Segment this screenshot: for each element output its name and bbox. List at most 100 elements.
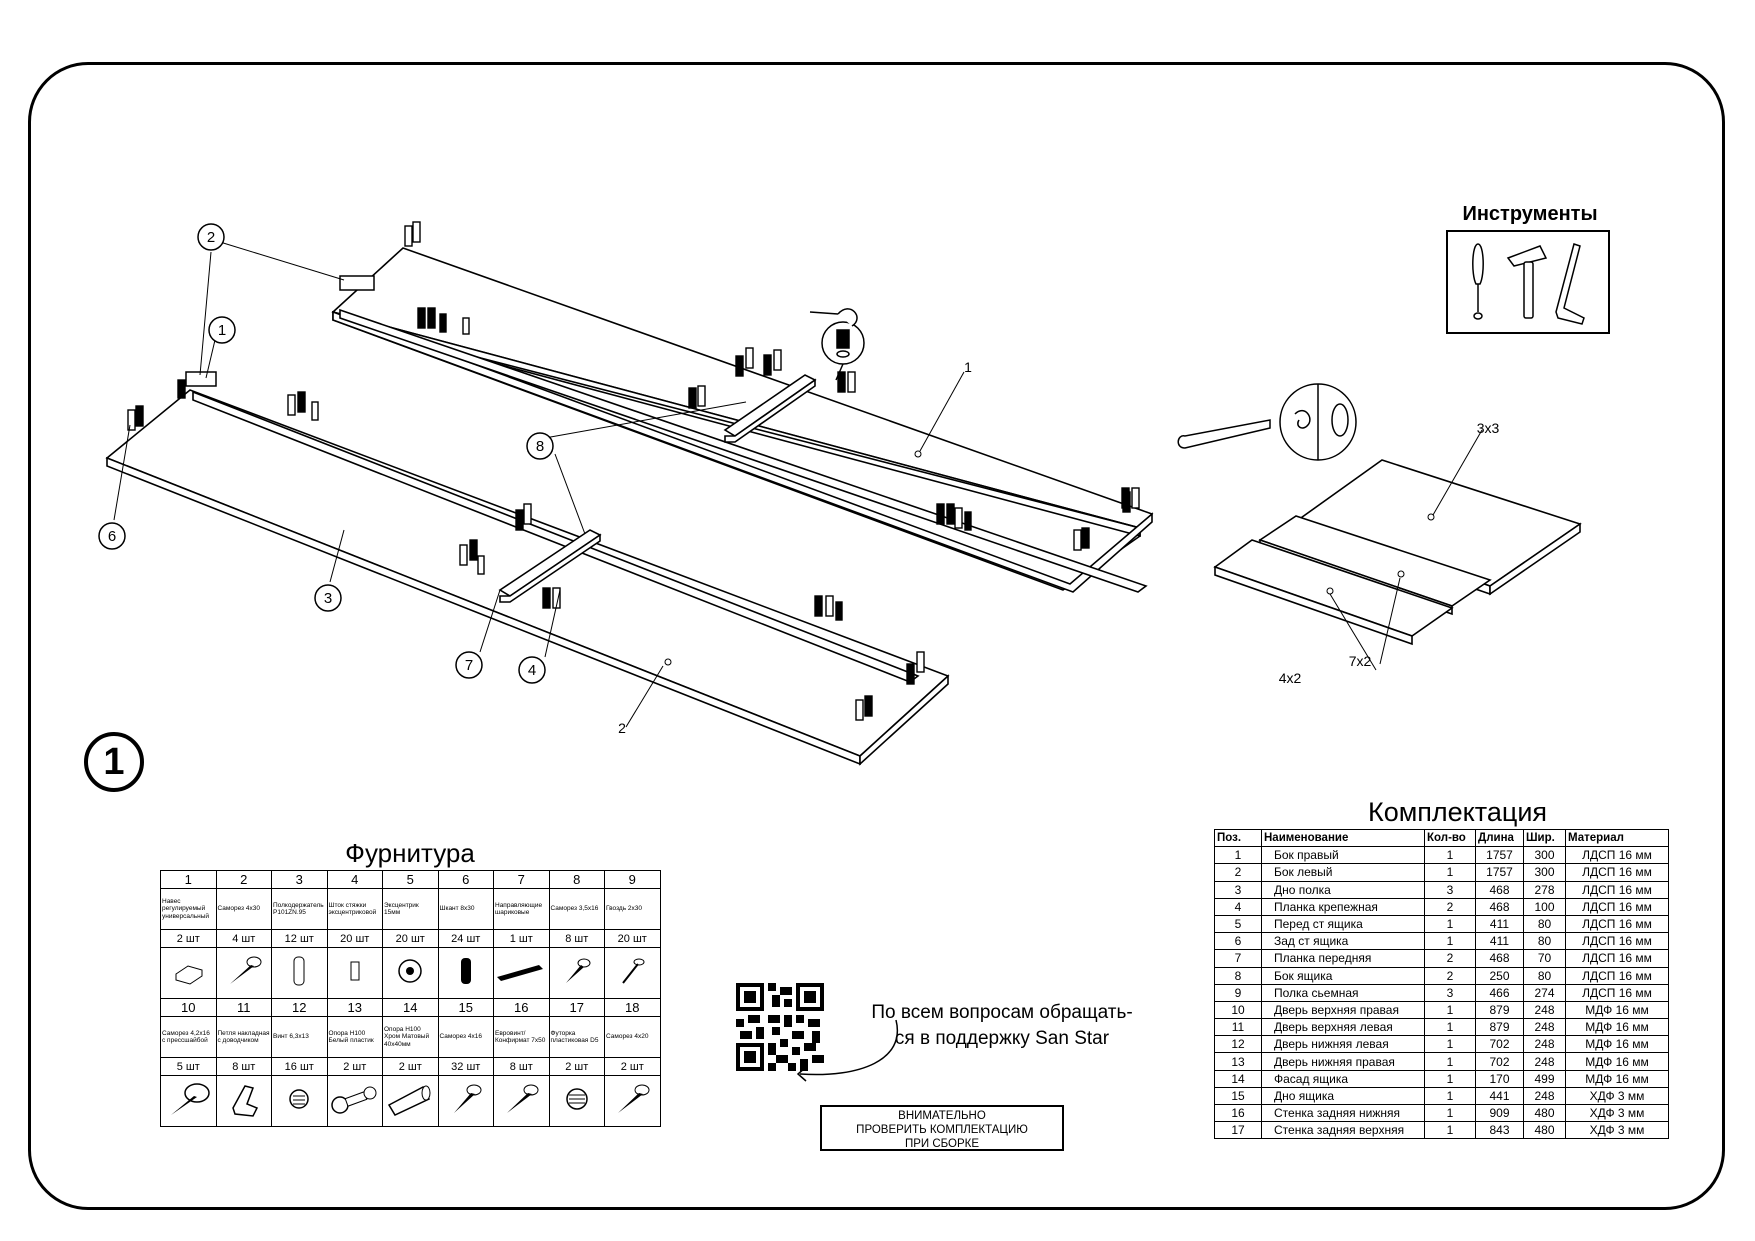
hw-qty: 12 шт <box>271 929 328 948</box>
hw-qty: 20 шт <box>326 929 383 948</box>
arrow-to-qr <box>799 1019 899 1076</box>
cell-qty: 1 <box>1424 932 1476 951</box>
cell-length: 170 <box>1475 1069 1524 1088</box>
col-pos: Поз. <box>1214 828 1262 848</box>
cell-length: 879 <box>1475 1000 1524 1020</box>
dowel-icon <box>437 947 494 999</box>
hw-qty: 8 шт <box>215 1057 272 1076</box>
hw-name: Шкант 8х30 <box>437 888 494 930</box>
cell-material: ЛДСП 16 мм <box>1565 863 1669 882</box>
support-text: По всем вопросам обращать- ся в поддержк… <box>852 1000 1152 1052</box>
cell-pos: 15 <box>1214 1086 1262 1106</box>
cell-name: Дно ящика <box>1261 1086 1425 1106</box>
cell-length: 466 <box>1475 983 1524 1002</box>
hw-num: 8 <box>548 870 605 889</box>
cell-name: Дверь нижняя правая <box>1261 1052 1425 1071</box>
hw-name: Евровинт/Конфирмат 7х50 <box>493 1016 550 1058</box>
hw-qty: 8 шт <box>493 1057 550 1076</box>
hw-name: Петля накладная с доводчиком <box>215 1016 272 1058</box>
cell-pos: 9 <box>1214 983 1262 1002</box>
cell-width: 248 <box>1523 1086 1566 1106</box>
cell-width: 248 <box>1523 1000 1566 1020</box>
hw-num: 4 <box>326 870 383 889</box>
hw-name: Направляющие шариковые <box>493 888 550 930</box>
panel-label-2: 2 <box>618 720 626 736</box>
cell-name: Планка передняя <box>1261 949 1425 968</box>
hinge-1 <box>185 371 217 387</box>
cell-length: 468 <box>1475 949 1524 968</box>
cell-width: 100 <box>1523 897 1566 916</box>
callout-3: 3 <box>324 590 332 607</box>
hw-num: 13 <box>326 998 383 1017</box>
hw-num: 10 <box>160 998 217 1017</box>
cell-qty: 1 <box>1424 846 1476 865</box>
cell-material: ЛДСП 16 мм <box>1565 914 1669 934</box>
qty-label-7x2: 7x2 <box>1349 653 1372 669</box>
qty-label-3x3: 3x3 <box>1477 420 1500 436</box>
hardware-table-row1: 1 2 3 4 5 6 7 8 9 Навес регулируемый уни… <box>160 870 661 999</box>
hw-num: 6 <box>437 870 494 889</box>
support-qr-code[interactable] <box>736 983 824 1071</box>
cell-width: 70 <box>1523 949 1566 968</box>
cell-material: ХДФ 3 мм <box>1565 1086 1669 1106</box>
hw-num: 12 <box>271 998 328 1017</box>
cell-pos: 10 <box>1214 1000 1262 1020</box>
cell-material: МДФ 16 мм <box>1565 1052 1669 1071</box>
hw-name: Саморез 4х16 <box>437 1016 494 1058</box>
screw-icon <box>548 947 605 999</box>
parts-list-header-row: Поз. Наименование Кол-во Длина Шир. Мате… <box>1214 828 1669 848</box>
hw-num: 3 <box>271 870 328 889</box>
hw-name: Футорка пластиковая D5 <box>548 1016 605 1058</box>
cell-name: Бок ящика <box>1261 966 1425 985</box>
plastic-leg-icon <box>326 1075 383 1127</box>
callout-1: 1 <box>218 322 226 339</box>
shelf-support-icon <box>271 947 328 999</box>
callout-6: 6 <box>108 528 116 545</box>
qty-label-4x2: 4x2 <box>1279 670 1302 686</box>
cell-length: 1757 <box>1475 863 1524 882</box>
cell-width: 499 <box>1523 1069 1566 1088</box>
page-frame <box>28 62 1725 1210</box>
cell-material: ХДФ 3 мм <box>1565 1103 1669 1123</box>
cell-pos: 5 <box>1214 914 1262 934</box>
cell-pos: 17 <box>1214 1121 1262 1140</box>
cell-material: ЛДСП 16 мм <box>1565 932 1669 951</box>
cell-name: Перед ст ящика <box>1261 914 1425 934</box>
hinge-icon <box>160 947 217 999</box>
cam-bolt-icon <box>326 947 383 999</box>
cell-pos: 13 <box>1214 1052 1262 1071</box>
cell-name: Бок левый <box>1261 863 1425 882</box>
cell-width: 274 <box>1523 983 1566 1002</box>
cell-qty: 3 <box>1424 880 1476 899</box>
cell-qty: 1 <box>1424 1000 1476 1020</box>
cell-qty: 1 <box>1424 1069 1476 1088</box>
hw-qty: 1 шт <box>493 929 550 948</box>
cell-name: Дверь верхняя левая <box>1261 1018 1425 1037</box>
hardware-table-row2: 10 11 12 13 14 15 16 17 18 Саморез 4,2х1… <box>160 998 661 1127</box>
hw-qty: 24 шт <box>437 929 494 948</box>
screw-icon <box>604 1075 661 1127</box>
callout-2: 2 <box>207 229 215 246</box>
drawer-slide-icon <box>493 947 550 999</box>
warning-line-3: ПРИ СБОРКЕ <box>904 1138 980 1150</box>
hw-num: 9 <box>604 870 661 889</box>
cell-width: 248 <box>1523 1018 1566 1037</box>
cell-pos: 2 <box>1214 863 1262 882</box>
cell-width: 300 <box>1523 846 1566 865</box>
hw-name: Гвоздь 2х30 <box>604 888 661 930</box>
cell-name: Стенка задняя нижняя <box>1261 1103 1425 1123</box>
cell-pos: 8 <box>1214 966 1262 985</box>
cell-material: МДФ 16 мм <box>1565 1035 1669 1054</box>
cell-qty: 2 <box>1424 949 1476 968</box>
hw-qty: 5 шт <box>160 1057 217 1076</box>
cell-name: Стенка задняя верхняя <box>1261 1121 1425 1140</box>
cell-width: 300 <box>1523 863 1566 882</box>
screw-icon <box>215 947 272 999</box>
hw-qty: 2 шт <box>160 929 217 948</box>
cell-pos: 6 <box>1214 932 1262 951</box>
parts-list-title: Комплектация <box>1367 797 1548 827</box>
hw-qty: 2 шт <box>382 1057 439 1076</box>
